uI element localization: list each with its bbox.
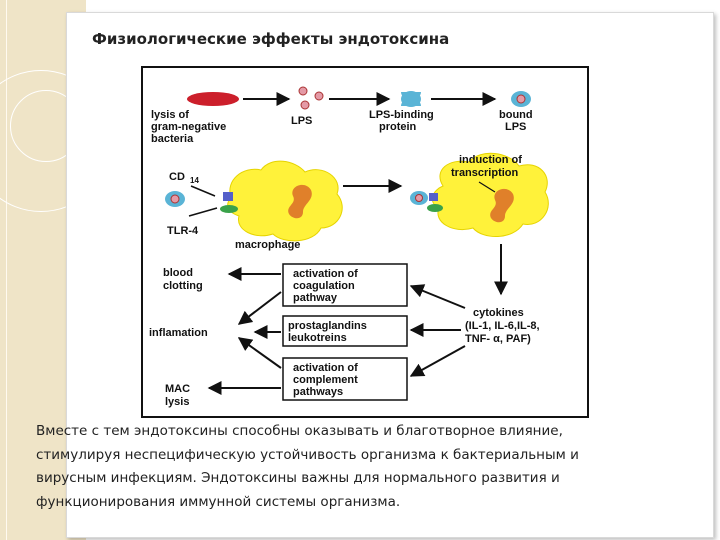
- cytokines-label: TNF- α, PAF): [465, 333, 531, 345]
- macrophage-right-shape: [431, 152, 549, 238]
- complement-label: activation of: [293, 362, 358, 374]
- coagulation-box: [282, 263, 408, 307]
- complement-box: [282, 357, 408, 401]
- lps-dot: [300, 100, 310, 110]
- arrow-complement-to-inflammation: [237, 337, 282, 369]
- cd14-pointer: [190, 185, 216, 197]
- prostaglandins-label: prostaglandins: [288, 320, 367, 332]
- lbp-label: LPS-binding: [369, 109, 434, 121]
- decorative-line: [6, 0, 7, 540]
- bound-lps-label: bound: [499, 109, 533, 121]
- receptor-lps-dot: [170, 194, 180, 204]
- inflammation-label: inflamation: [149, 327, 208, 339]
- cd14-receptor-icon-right: [429, 193, 438, 201]
- coagulation-label: coagulation: [293, 280, 355, 292]
- arrow-coagulation-to-inflammation: [237, 291, 282, 325]
- mac-lysis-label: lysis: [165, 396, 189, 408]
- arrow-cytokines-to-complement: [409, 345, 466, 377]
- lysis-label: lysis of: [151, 109, 189, 121]
- complement-label: pathways: [293, 386, 343, 398]
- tlr4-label: TLR-4: [167, 225, 199, 237]
- prostaglandins-box: [282, 315, 408, 347]
- lysis-label: bacteria: [151, 133, 194, 145]
- lps-dot: [314, 91, 324, 101]
- macrophage-left-shape: [227, 160, 343, 242]
- nucleus-right-shape: [490, 188, 514, 223]
- tlr4-receptor-icon: [220, 205, 238, 213]
- prostaglandins-label: leukotreins: [288, 332, 347, 344]
- tlr4-receptor-icon-right: [427, 204, 443, 212]
- slide-title: Физиологические эффекты эндотоксина: [92, 30, 450, 48]
- induction-pointer: [478, 181, 496, 193]
- induction-label: transcription: [451, 167, 519, 179]
- diagram-svg: lysis of gram-negative bacteria LPS LPS-…: [149, 86, 549, 408]
- cd14-receptor-icon: [223, 192, 233, 201]
- cd14-sub-label: 14: [190, 176, 199, 185]
- coagulation-label: activation of: [293, 268, 358, 280]
- lps-binding-protein-icon: [401, 91, 421, 107]
- bound-lps-label: LPS: [505, 121, 526, 133]
- mac-lysis-label: MAC: [165, 383, 190, 395]
- slide-body-text: Вместе с тем эндотоксины способны оказыв…: [36, 423, 579, 510]
- cytokines-label: cytokines: [473, 307, 524, 319]
- macrophage-label: macrophage: [235, 239, 300, 251]
- blood-clotting-label: blood: [163, 267, 193, 279]
- cytokines-label: (IL-1, IL-6,IL-8,: [465, 320, 540, 332]
- complement-label: complement: [293, 374, 358, 386]
- blood-clotting-label: clotting: [163, 280, 203, 292]
- lps-dot: [298, 86, 308, 96]
- lysis-label: gram-negative: [151, 121, 226, 133]
- bacteria-shape: [187, 92, 239, 106]
- receptor-lps-dot-right: [415, 194, 423, 202]
- nucleus-left-shape: [288, 184, 312, 219]
- endotoxin-diagram: lysis of gram-negative bacteria LPS LPS-…: [141, 66, 589, 418]
- bound-lps-dot: [516, 94, 526, 104]
- arrow-cytokines-to-coagulation: [409, 284, 466, 309]
- tlr4-pointer: [188, 207, 218, 217]
- coagulation-label: pathway: [293, 292, 338, 304]
- induction-label: induction of: [459, 154, 522, 166]
- cd14-label: CD: [169, 171, 185, 183]
- lbp-label: protein: [379, 121, 417, 133]
- lps-label: LPS: [291, 115, 312, 127]
